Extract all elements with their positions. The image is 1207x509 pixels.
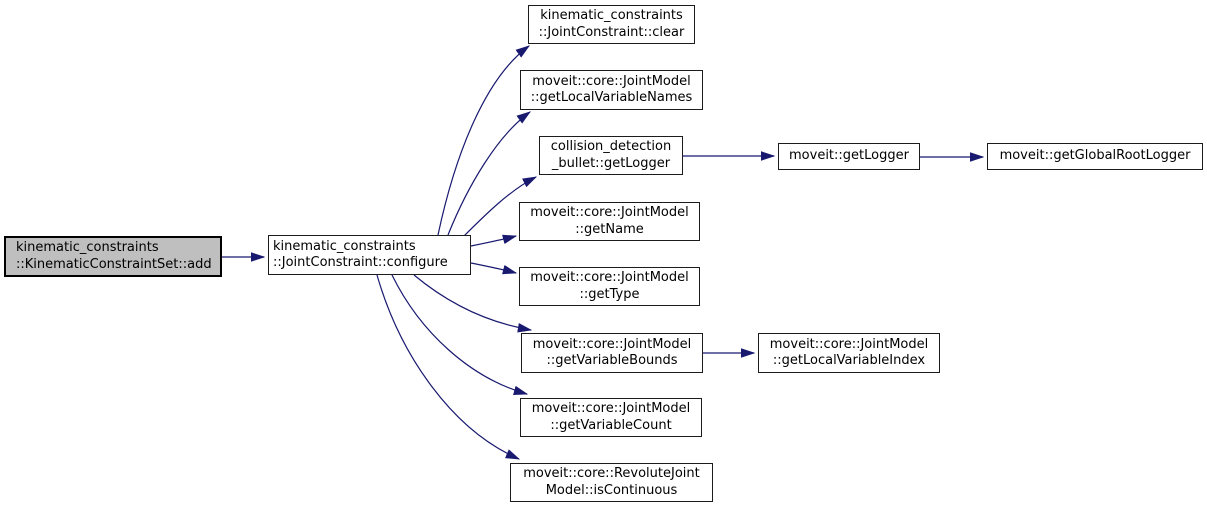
node-label-line1: kinematic_constraints (16, 240, 159, 255)
node-label-line1: moveit::core::JointModel (530, 270, 689, 285)
node-moveit-getglobalrootlogger[interactable]: moveit::getGlobalRootLogger (987, 143, 1203, 170)
node-label-line2: ::getType (579, 286, 640, 302)
node-label-line1: moveit::core::JointModel (530, 205, 689, 220)
node-label-line1: collision_detection (550, 139, 672, 154)
edge-configure-gettype (470, 262, 518, 275)
edge-configure-bulletgetlogger (462, 176, 538, 238)
node-label-line2: ::getVariableCount (550, 417, 672, 433)
node-label-line2: ::JointConstraint::clear (538, 24, 685, 40)
node-label-line1: moveit::core::JointModel (532, 73, 691, 89)
node-label-line2: Model::isContinuous (545, 482, 678, 498)
node-label-line2: ::KinematicConstraintSet::add (16, 256, 212, 272)
node-moveit-getlogger[interactable]: moveit::getLogger (778, 143, 920, 170)
node-label-line1: moveit::core::JointModel (531, 401, 691, 416)
edge-configure-getvariablecount (391, 274, 529, 396)
node-label-line1: moveit::getGlobalRootLogger (999, 148, 1191, 164)
edge-configure-getvariablebounds (413, 274, 533, 333)
node-label-line1: moveit::core::JointModel (532, 336, 692, 352)
edge-configure-getlocalvariablenames (447, 111, 531, 236)
node-jointconstraint-configure[interactable]: kinematic_constraints ::JointConstraint:… (268, 235, 471, 275)
node-getlocalvariablenames[interactable]: moveit::core::JointModel ::getLocalVaria… (520, 70, 703, 110)
node-label-line2: ::getLocalVariableIndex (772, 353, 926, 368)
edge-configure-clear (437, 45, 530, 236)
node-label-line2: ::getVariableBounds (546, 353, 678, 368)
node-jointmodel-gettype[interactable]: moveit::core::JointModel ::getType (519, 267, 700, 306)
node-revolutejointmodel-iscontinuous[interactable]: moveit::core::RevoluteJoint Model::isCon… (510, 463, 713, 502)
node-jointmodel-getvariablecount[interactable]: moveit::core::JointModel ::getVariableCo… (520, 398, 702, 437)
node-label-line2: ::JointConstraint::configure (273, 255, 448, 270)
node-jointmodel-getvariablebounds[interactable]: moveit::core::JointModel ::getVariableBo… (521, 333, 703, 373)
node-label-line1: moveit::core::RevoluteJoint (523, 466, 700, 481)
node-label-line1: kinematic_constraints (273, 238, 416, 254)
node-jointconstraint-clear[interactable]: kinematic_constraints ::JointConstraint:… (528, 5, 695, 44)
node-label-line2: ::getName (575, 221, 644, 237)
edge-configure-iscontinuous (376, 274, 521, 460)
edge-configure-getname (470, 234, 518, 247)
node-label-line1: moveit::core::JointModel (769, 336, 929, 352)
node-jointmodel-getlocalvariableindex[interactable]: moveit::core::JointModel ::getLocalVaria… (758, 333, 940, 373)
node-collisiondetectionbullet-getlogger[interactable]: collision_detection _bullet::getLogger (539, 136, 683, 175)
node-label-line2: _bullet::getLogger (551, 155, 671, 171)
node-kinematicconstraintset-add: kinematic_constraints ::KinematicConstra… (4, 236, 222, 277)
node-label-line2: ::getLocalVariableNames (530, 90, 693, 105)
node-label-line1: moveit::getLogger (789, 148, 909, 164)
node-label-line1: kinematic_constraints (540, 8, 683, 23)
node-jointmodel-getname[interactable]: moveit::core::JointModel ::getName (519, 202, 700, 241)
